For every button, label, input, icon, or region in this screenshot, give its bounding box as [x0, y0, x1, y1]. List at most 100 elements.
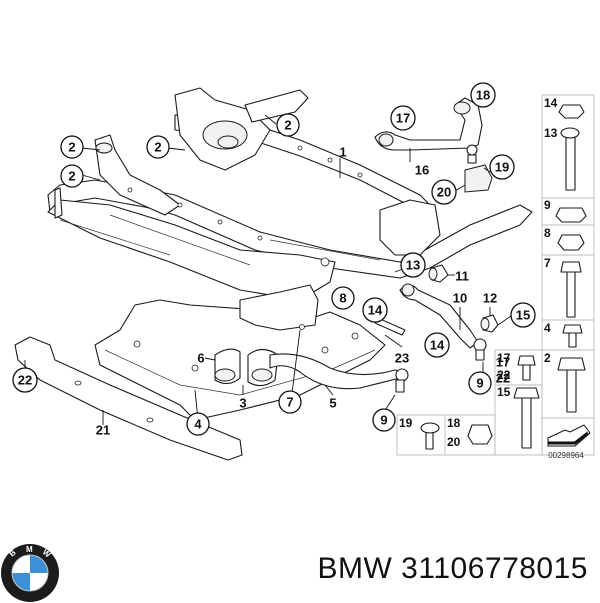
callout-label-5[interactable]: 5 [329, 396, 336, 411]
callout-circle [60, 164, 84, 188]
callout-number: 4 [194, 417, 202, 432]
callout-14[interactable]: 14 [362, 297, 388, 323]
callout-label-17[interactable]: 17 [496, 355, 510, 370]
callout-circle [468, 371, 492, 395]
bolt-15-icon [521, 397, 532, 449]
callout-label-11[interactable]: 11 [455, 269, 469, 284]
callout-label-12[interactable]: 12 [483, 291, 497, 306]
lower-control-arm-part[interactable] [399, 283, 487, 361]
callout-14[interactable]: 14 [424, 332, 450, 358]
callout-circle [276, 113, 300, 137]
callout-22[interactable]: 22 [12, 367, 38, 393]
callout-number: 8 [339, 291, 346, 306]
kit-label-7: 7 [544, 256, 551, 270]
callout-13[interactable]: 13 [400, 252, 426, 278]
kit-label-20: 20 [447, 435, 461, 449]
mounting-bracket-part[interactable] [239, 284, 319, 331]
part-number-label: BMW 31106778015 [317, 552, 588, 585]
callout-9[interactable]: 9 [372, 408, 396, 432]
callout-number: 17 [396, 111, 410, 126]
bmw-roundel-icon: B M W [1, 544, 59, 602]
callout-circle [470, 82, 496, 108]
callout-circle [186, 412, 210, 436]
callout-circle [362, 297, 388, 323]
callout-label-3[interactable]: 3 [239, 396, 246, 411]
upper-control-arm-part[interactable] [374, 97, 483, 164]
callout-7[interactable]: 7 [278, 390, 302, 414]
bolt-4-icon [568, 332, 577, 348]
callout-number: 15 [516, 308, 530, 323]
logo-letter-m: M [26, 545, 33, 554]
callout-18[interactable]: 18 [470, 82, 496, 108]
bolt-7-icon [566, 271, 576, 318]
callout-8[interactable]: 8 [331, 286, 355, 310]
nut-14-icon [558, 104, 585, 119]
kit-label-9: 9 [544, 198, 551, 212]
callout-number: 2 [68, 169, 75, 184]
callout-9[interactable]: 9 [468, 371, 492, 395]
front-brace-part[interactable] [14, 336, 243, 461]
callout-number: 14 [368, 303, 383, 318]
bolt-2-icon [566, 369, 577, 413]
hardware-kit-grid [396, 94, 595, 456]
callout-number: 19 [495, 160, 509, 175]
callout-circle [431, 179, 457, 205]
bushing-12-part[interactable] [480, 314, 499, 333]
callout-label-1[interactable]: 1 [339, 145, 346, 160]
callout-20[interactable]: 20 [431, 179, 457, 205]
nut-18-icon [467, 424, 493, 445]
engine-mount-left-part[interactable] [214, 348, 241, 385]
callout-2[interactable]: 2 [60, 164, 84, 188]
kit-label-2: 2 [544, 351, 551, 365]
bracket-19-part[interactable] [464, 164, 493, 193]
callout-2[interactable]: 2 [60, 135, 84, 159]
callout-17[interactable]: 17 [390, 105, 416, 131]
callout-number: 18 [476, 88, 490, 103]
callout-15[interactable]: 15 [510, 302, 536, 328]
callout-circle [331, 286, 355, 310]
callout-number: 2 [284, 118, 291, 133]
callout-circle [424, 332, 450, 358]
callout-circle [372, 408, 396, 432]
kit-label-22: 22 [497, 368, 511, 382]
callout-19[interactable]: 19 [489, 154, 515, 180]
bushing-11-part[interactable] [428, 264, 449, 283]
callout-label-10[interactable]: 10 [453, 291, 467, 306]
bolt-19-icon [425, 431, 434, 450]
callout-number: 22 [18, 373, 32, 388]
kit-label-17: 17 [497, 351, 511, 365]
callout-circle [146, 135, 170, 159]
callout-2[interactable]: 2 [276, 113, 300, 137]
callout-number: 20 [437, 185, 451, 200]
kit-label-19: 19 [399, 416, 413, 430]
kit-label-14: 14 [544, 96, 558, 110]
callout-circle [510, 302, 536, 328]
callout-label-23[interactable]: 23 [395, 351, 409, 366]
kit-label-18: 18 [447, 416, 461, 430]
diagram-reference-code: 00298964 [548, 451, 584, 460]
callout-label-16[interactable]: 16 [415, 163, 429, 178]
tie-rod-part[interactable] [269, 353, 409, 393]
callout-circle [12, 367, 38, 393]
callout-number: 2 [154, 140, 161, 155]
callout-circle [489, 154, 515, 180]
callout-label-21[interactable]: 21 [96, 423, 110, 438]
callout-4[interactable]: 4 [186, 412, 210, 436]
callout-circle [60, 135, 84, 159]
kit-label-13: 13 [544, 126, 558, 140]
kit-label-15: 15 [497, 385, 511, 399]
front-axle-carrier-part[interactable] [47, 87, 533, 301]
callout-label-6[interactable]: 6 [197, 351, 204, 366]
callout-label-22[interactable]: 22 [496, 371, 510, 386]
bolt-17-icon [522, 364, 531, 381]
callout-number: 2 [68, 140, 75, 155]
callout-number: 7 [286, 395, 293, 410]
front-direction-arrow-icon [547, 424, 591, 447]
nut-8-icon [557, 234, 585, 251]
callout-2[interactable]: 2 [146, 135, 170, 159]
bolt-13-icon [565, 134, 576, 191]
logo-letter-w: W [41, 548, 53, 560]
callout-number: 9 [476, 376, 483, 391]
